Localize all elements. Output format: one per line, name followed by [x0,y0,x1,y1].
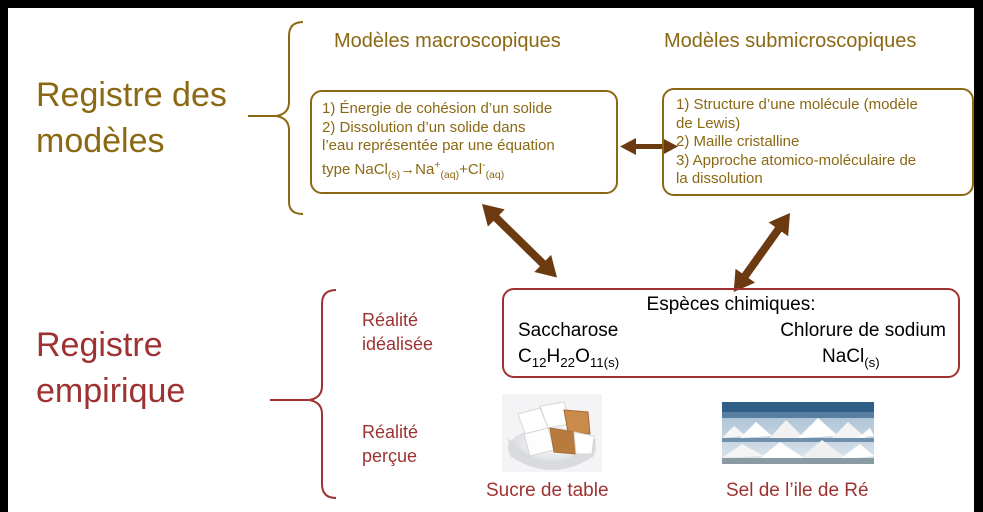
salt-caption: Sel de l’ile de Ré [726,480,869,501]
empirical-register-title: Registre empirique [36,322,185,414]
submicro-item-3: 3) Approche atomico-moléculaire de [676,151,917,169]
models-register-title: Registre des modèles [36,72,227,164]
macro-item-1: 1) Énergie de cohésion d’un solide [322,100,553,117]
double-arrow-models [620,138,678,155]
empirical-brace [308,289,337,499]
idealized-reality-label: Réalité idéalisée [362,310,434,354]
perceived-reality-label: Réalité perçue [362,422,419,466]
slide: Registre des modèles Modèles macroscopiq… [8,8,974,512]
salt-marsh-image [722,402,874,464]
sucrose-name: Saccharose [518,320,619,341]
submicro-models-box: 1) Structure d’une molécule (modèle de L… [662,88,974,196]
double-arrow-submicro-species [733,213,790,292]
empirical-register-title-line1: Registre [36,326,163,364]
sugar-cubes-image [502,394,602,472]
macro-models-box: 1) Énergie de cohésion d’un solide 2) Di… [310,90,618,194]
chemical-species-box: Espèces chimiques: Saccharose Chlorure d… [502,288,960,378]
diagram-graphics [248,21,874,499]
macro-models-heading: Modèles macroscopiques [334,30,561,52]
submicro-item-1: 1) Structure d’une molécule (modèle [676,96,918,113]
macro-item-2: 2) Dissolution d’un solide dans [322,118,526,136]
submicro-item-2: 2) Maille cristalline [676,133,800,150]
sucrose-formula: C12H22O11(s) [518,346,620,370]
nacl-formula: NaCl(s) [822,346,880,370]
double-arrow-macro-species [482,204,558,278]
models-register-title-line1: Registre des [36,76,227,114]
models-register-title-line2: modèles [36,122,165,160]
dissolution-equation: type NaCl(s)→Na+(aq)+Cl-(aq) [322,158,505,181]
submicro-models-heading: Modèles submicroscopiques [664,30,917,52]
submicro-item-3-cont: la dissolution [676,170,763,187]
sugar-caption: Sucre de table [486,480,609,501]
sodium-chloride-name: Chlorure de sodium [780,320,946,341]
species-heading: Espèces chimiques: [646,294,816,315]
empirical-register-title-line2: empirique [36,372,186,410]
macro-item-2-cont: l’eau représentée par une équation [322,137,555,154]
models-brace [275,21,304,215]
submicro-item-1-cont: de Lewis) [676,114,741,132]
